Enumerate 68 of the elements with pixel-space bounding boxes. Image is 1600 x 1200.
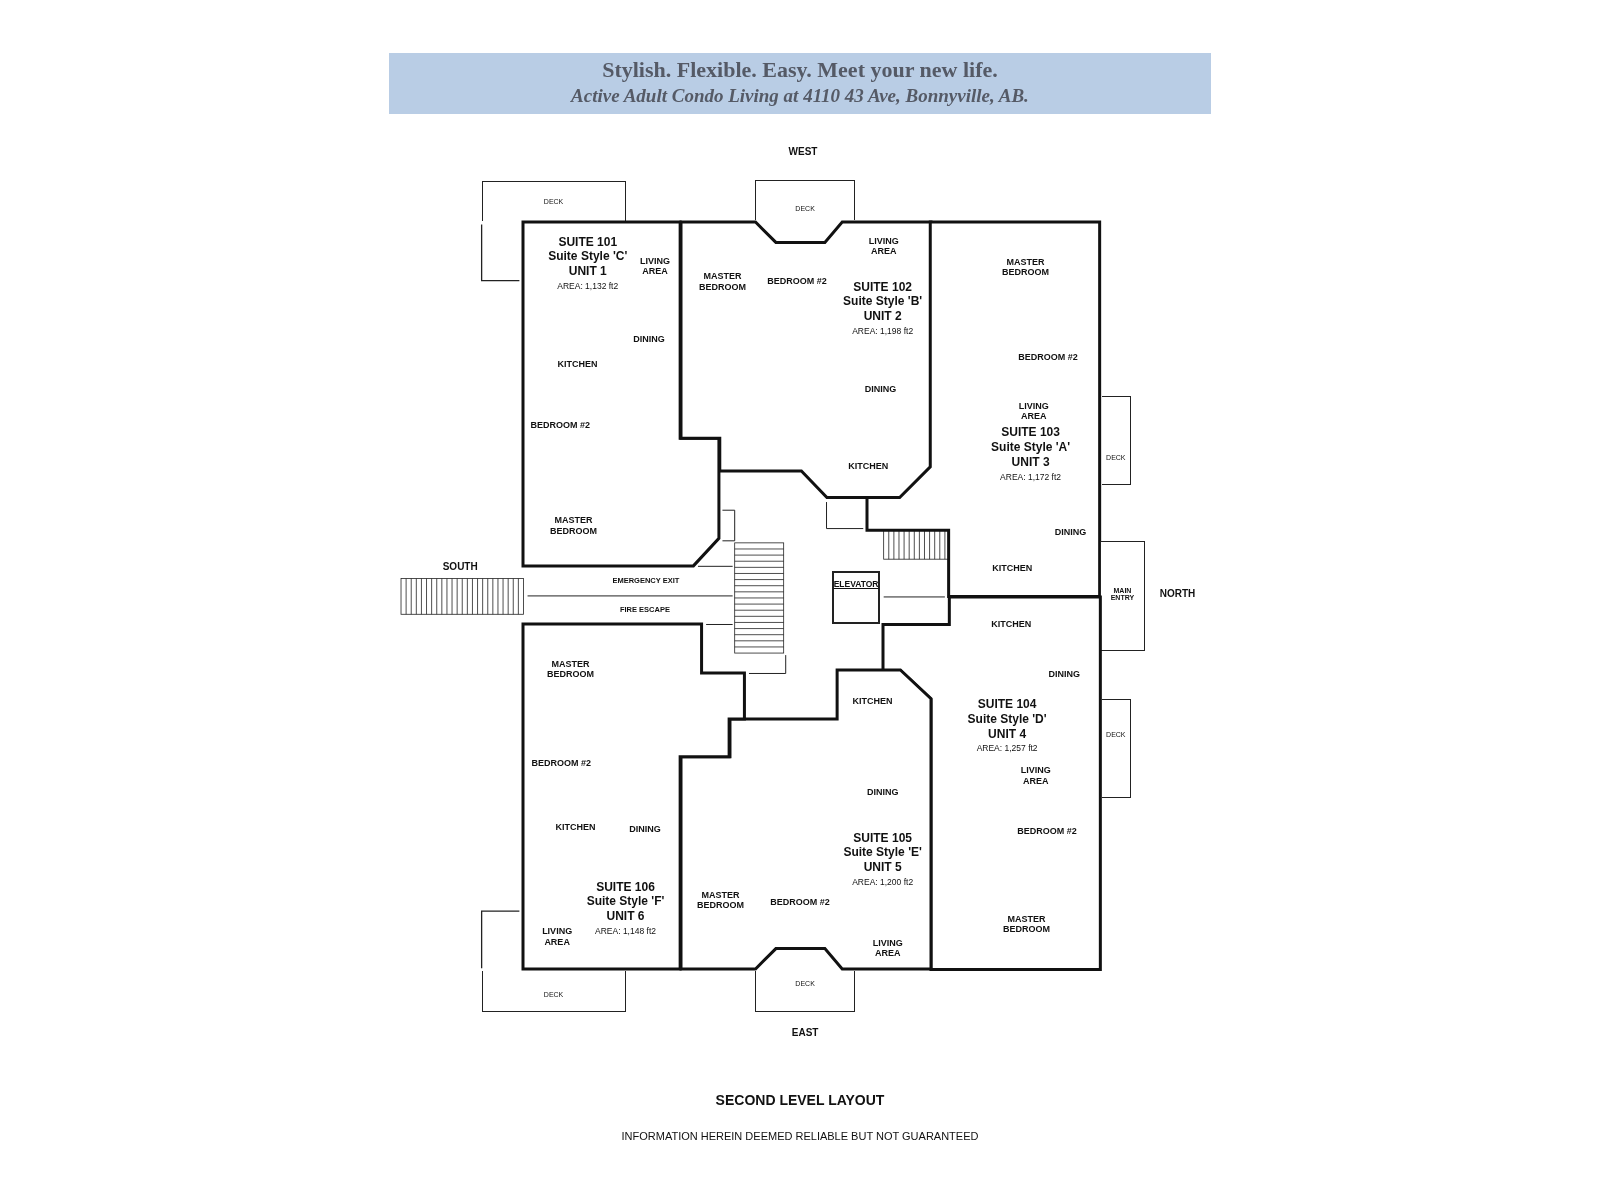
room-label: DINING — [628, 824, 662, 835]
area-label: AREA: 1,257 ft2 — [975, 742, 1039, 756]
room-label: BEDROOM #2 — [1017, 351, 1079, 363]
suite-number: SUITE 106 — [595, 879, 656, 894]
room-label: KITCHEN — [991, 563, 1034, 574]
header-banner — [388, 53, 1212, 115]
entry-outline — [1100, 540, 1145, 651]
slogan: Stylish. Flexible. Easy. Meet your new life. — [601, 57, 999, 84]
room-label: LIVING AREA — [639, 255, 672, 277]
room-label: BEDROOM #2 — [529, 420, 591, 431]
room-label: DINING — [1053, 527, 1088, 538]
unit-number: UNIT 6 — [605, 909, 646, 924]
compass-direction: WEST — [787, 146, 819, 158]
area-label: AREA: 1,132 ft2 — [556, 280, 620, 294]
room-label: LIVING AREA — [1017, 400, 1050, 422]
room-label: KITCHEN — [554, 822, 597, 833]
room-label: KITCHEN — [851, 695, 894, 707]
room-label: DINING — [632, 333, 666, 344]
disclaimer-note: INFORMATION HEREIN DEEMED RELIABLE BUT NOT GUARANTEED — [620, 1130, 980, 1144]
area-label: AREA: 1,200 ft2 — [851, 876, 915, 889]
suite-style: Suite Style 'D' — [966, 711, 1048, 726]
suite-style: Suite Style 'B' — [842, 294, 924, 309]
room-label: DINING — [865, 786, 900, 797]
deck-outline — [1102, 698, 1131, 798]
unit-number: UNIT 3 — [1010, 455, 1051, 470]
compass-direction: NORTH — [1158, 588, 1197, 600]
area-label: AREA: 1,198 ft2 — [851, 324, 915, 338]
suite-number: SUITE 104 — [976, 696, 1038, 711]
unit-number: UNIT 2 — [862, 309, 903, 324]
elevator-shaft — [831, 571, 880, 625]
room-label: BEDROOM #2 — [530, 758, 592, 769]
room-label: MASTER BEDROOM — [548, 515, 598, 536]
caption: SECOND LEVEL LAYOUT — [714, 1091, 886, 1108]
room-label: LIVING AREA — [871, 937, 904, 959]
deck-outline — [1102, 395, 1131, 485]
suite-number: SUITE 103 — [1000, 425, 1061, 440]
area-label: AREA: 1,172 ft2 — [999, 470, 1063, 484]
room-label: KITCHEN — [847, 461, 890, 472]
deck-outline — [755, 971, 856, 1013]
unit-number: UNIT 5 — [862, 860, 903, 875]
elevator-label: ELEVATOR — [833, 578, 878, 589]
suite-number: SUITE 101 — [557, 234, 619, 249]
room-label: DINING — [863, 383, 898, 394]
room-label: LIVING AREA — [1019, 765, 1052, 786]
room-label: KITCHEN — [990, 619, 1033, 630]
suite-style: Suite Style 'A' — [990, 440, 1072, 455]
room-label: MASTER BEDROOM — [697, 271, 747, 292]
suite-style: Suite Style 'F' — [585, 894, 666, 909]
suite-number: SUITE 105 — [852, 830, 913, 845]
room-label: LIVING AREA — [867, 235, 900, 257]
unit-number: UNIT 4 — [987, 726, 1028, 741]
compass-direction: EAST — [790, 1026, 820, 1039]
compass-direction: SOUTH — [441, 560, 479, 573]
deck-outline — [481, 180, 626, 222]
room-label: MASTER BEDROOM — [545, 659, 595, 680]
deck-outline — [481, 971, 626, 1013]
deck-outline — [755, 179, 856, 221]
subtitle: Active Adult Condo Living at 4110 43 Ave, Bonnyville, AB. — [569, 85, 1030, 108]
room-label: MASTER BEDROOM — [1001, 257, 1050, 278]
room-label: MASTER BEDROOM — [1002, 914, 1051, 935]
room-label: BEDROOM #2 — [1016, 826, 1078, 837]
room-label: MASTER BEDROOM — [695, 889, 745, 911]
room-label: LIVING AREA — [541, 926, 574, 948]
room-label: BEDROOM #2 — [766, 276, 828, 287]
room-label: BEDROOM #2 — [769, 896, 831, 908]
room-label: DINING — [1047, 669, 1082, 680]
suite-style: Suite Style 'E' — [842, 845, 923, 860]
room-label: KITCHEN — [556, 359, 599, 370]
